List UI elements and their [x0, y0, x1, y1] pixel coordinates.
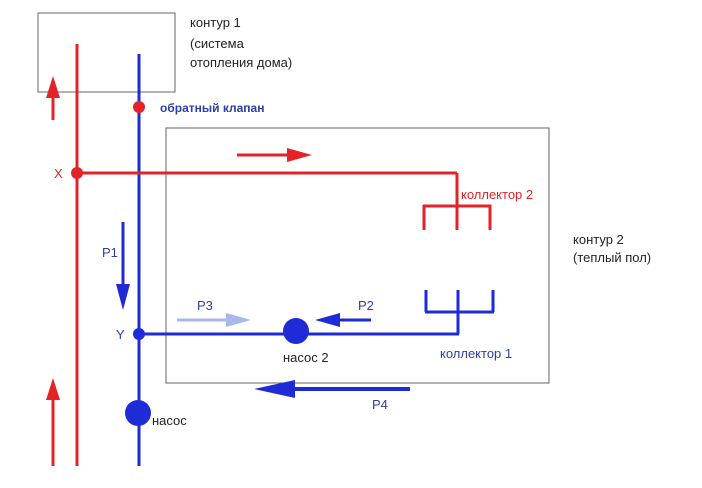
pump-circle [125, 400, 151, 426]
arrow-p4-icon [254, 380, 410, 398]
pump2-label: насос 2 [283, 350, 329, 365]
p4-label: P4 [372, 397, 388, 412]
arrow-p1-down-icon [116, 222, 130, 310]
collector1-comb [424, 290, 495, 334]
check-valve-dot [133, 101, 145, 113]
contour1-frame [37, 12, 176, 93]
x-point-label: X [54, 166, 63, 181]
arrow-p2-icon [315, 313, 371, 327]
contour1-label-line2: (система [190, 36, 244, 51]
p1-label: P1 [102, 245, 118, 260]
contour1-label-line3: отопления дома) [190, 55, 293, 70]
check-valve-label: обратный клапан [160, 101, 265, 115]
arrow-up-top-icon [46, 76, 60, 120]
arrow-up-bottom-icon [46, 378, 60, 466]
p2-label: P2 [358, 298, 374, 313]
contour2-label-line1: контур 2 [573, 232, 624, 247]
node-x [71, 167, 83, 179]
y-point-label: Y [116, 327, 125, 342]
pump-label: насос [152, 413, 187, 428]
contour1-label-line1: контур 1 [190, 15, 241, 30]
pump2-circle [283, 318, 309, 344]
contour2-label-line2: (теплый пол) [573, 250, 652, 265]
collector2-label: коллектор 2 [461, 187, 534, 202]
node-y [133, 328, 145, 340]
contour2-frame [165, 127, 550, 384]
arrow-right-red-icon [237, 148, 312, 162]
p3-label: P3 [197, 298, 213, 313]
arrow-p3-icon [177, 313, 251, 327]
collector1-label: коллектор 1 [440, 346, 513, 361]
collector2-comb [422, 204, 492, 230]
